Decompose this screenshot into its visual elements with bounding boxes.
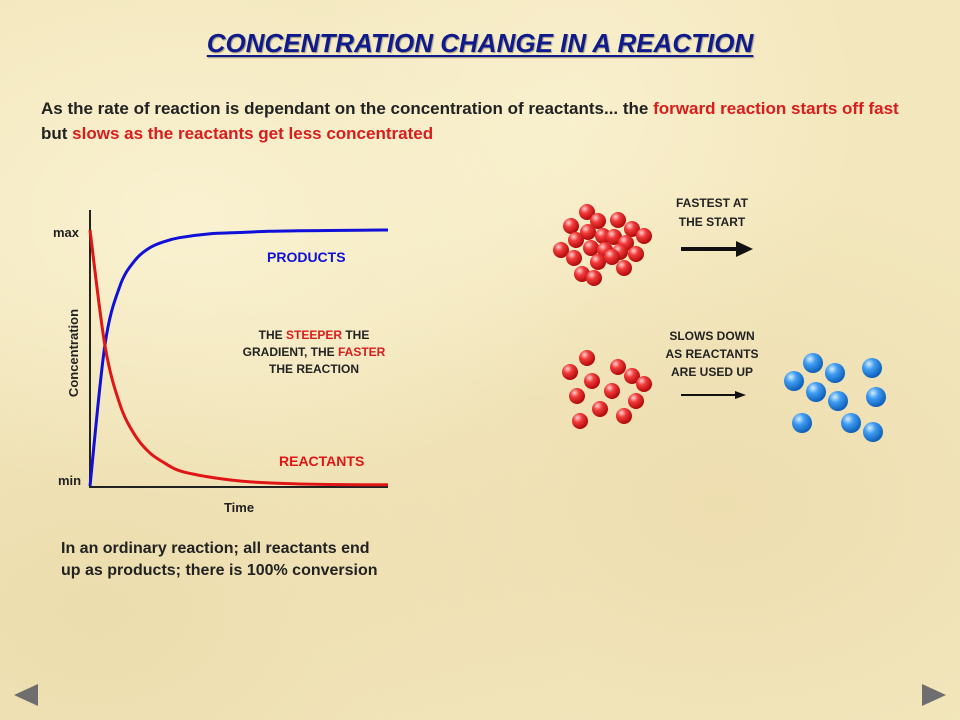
product-molecule-icon	[862, 358, 882, 378]
reactant-molecule-icon	[616, 408, 632, 424]
x-axis-label: Time	[224, 500, 254, 515]
reactant-molecule-icon	[586, 270, 602, 286]
reactant-molecule-icon	[610, 359, 626, 375]
reactant-molecule-icon	[624, 368, 640, 384]
reactant-molecule-icon	[636, 376, 652, 392]
reactant-molecule-icon	[584, 373, 600, 389]
slows-label: SLOWS DOWN AS REACTANTS ARE USED UP	[642, 327, 782, 381]
slows-label-line: SLOWS DOWN	[669, 329, 755, 343]
reactant-molecule-icon	[562, 364, 578, 380]
slow-arrow-icon	[681, 391, 746, 399]
reactant-molecule-icon	[563, 218, 579, 234]
fast-reactant-cluster	[553, 204, 652, 286]
reactant-molecule-icon	[583, 240, 599, 256]
slows-label-line: ARE USED UP	[670, 365, 753, 379]
reactant-molecule-icon	[590, 213, 606, 229]
y-tick-max: max	[53, 225, 80, 240]
y-tick-min: min	[58, 473, 81, 488]
reactant-molecule-icon	[572, 413, 588, 429]
product-molecule-icon	[866, 387, 886, 407]
series-line-reactants	[88, 229, 389, 487]
legend-products: PRODUCTS	[267, 249, 346, 265]
slows-label-line: AS REACTANTS	[665, 347, 759, 361]
next-slide-button[interactable]	[922, 684, 946, 706]
reactant-molecule-icon	[604, 383, 620, 399]
reactant-molecule-icon	[624, 221, 640, 237]
fastest-label-line: FASTEST AT	[676, 196, 748, 210]
fast-arrow-icon	[681, 241, 753, 257]
intro-part1: As the rate of reaction is dependant on …	[41, 99, 654, 118]
annotation-steeper: STEEPER	[285, 328, 342, 342]
intro-part4: slows as the reactants get less concentr…	[72, 124, 434, 143]
reactant-molecule-icon	[628, 393, 644, 409]
reactant-molecule-icon	[579, 350, 595, 366]
reactant-molecule-icon	[590, 254, 606, 270]
gradient-annotation: THE STEEPER THE GRADIENT, THE FASTER THE…	[208, 327, 420, 378]
product-molecule-icon	[806, 382, 826, 402]
product-molecule-icon	[803, 353, 823, 373]
annotation-text: THE REACTION	[269, 362, 359, 376]
reactant-molecule-icon	[553, 242, 569, 258]
reactant-molecule-icon	[616, 260, 632, 276]
intro-part2: forward reaction starts off fast	[653, 99, 899, 118]
series-line-products	[88, 228, 389, 487]
product-molecule-icon	[828, 391, 848, 411]
reactant-molecule-icon	[579, 204, 595, 220]
product-molecule-icon	[863, 422, 883, 442]
product-molecule-icon	[841, 413, 861, 433]
reactant-molecule-icon	[580, 224, 596, 240]
page-title: CONCENTRATION CHANGE IN A REACTION	[206, 28, 754, 58]
conversion-note-line: In an ordinary reaction; all reactants e…	[61, 540, 370, 557]
reactant-molecule-icon	[606, 229, 622, 245]
product-cluster	[784, 353, 886, 442]
fastest-label: FASTEST AT THE START	[652, 194, 772, 232]
reactant-molecule-icon	[604, 249, 620, 265]
annotation-text: THE	[342, 328, 370, 342]
reactant-molecule-icon	[592, 401, 608, 417]
conversion-note: In an ordinary reaction; all reactants e…	[61, 538, 481, 582]
legend-reactants: REACTANTS	[279, 453, 364, 469]
conversion-note-line: up as products; there is 100% conversion	[61, 562, 378, 579]
reactant-molecule-icon	[610, 212, 626, 228]
slow-reactant-cluster	[562, 350, 652, 429]
reactant-molecule-icon	[566, 250, 582, 266]
intro-text: As the rate of reaction is dependant on …	[41, 96, 921, 146]
y-axis-label: Concentration	[66, 309, 81, 397]
fastest-label-line: THE START	[678, 215, 746, 229]
annotation-text: THE	[258, 328, 286, 342]
reactant-molecule-icon	[628, 246, 644, 262]
previous-slide-button[interactable]	[14, 684, 38, 706]
product-molecule-icon	[784, 371, 804, 391]
intro-part3: but	[41, 124, 73, 143]
reactant-molecule-icon	[569, 388, 585, 404]
annotation-faster: FASTER	[338, 345, 386, 359]
annotation-text: GRADIENT, THE	[242, 345, 338, 359]
product-molecule-icon	[792, 413, 812, 433]
reactant-molecule-icon	[568, 232, 584, 248]
reactant-molecule-icon	[636, 228, 652, 244]
product-molecule-icon	[825, 363, 845, 383]
